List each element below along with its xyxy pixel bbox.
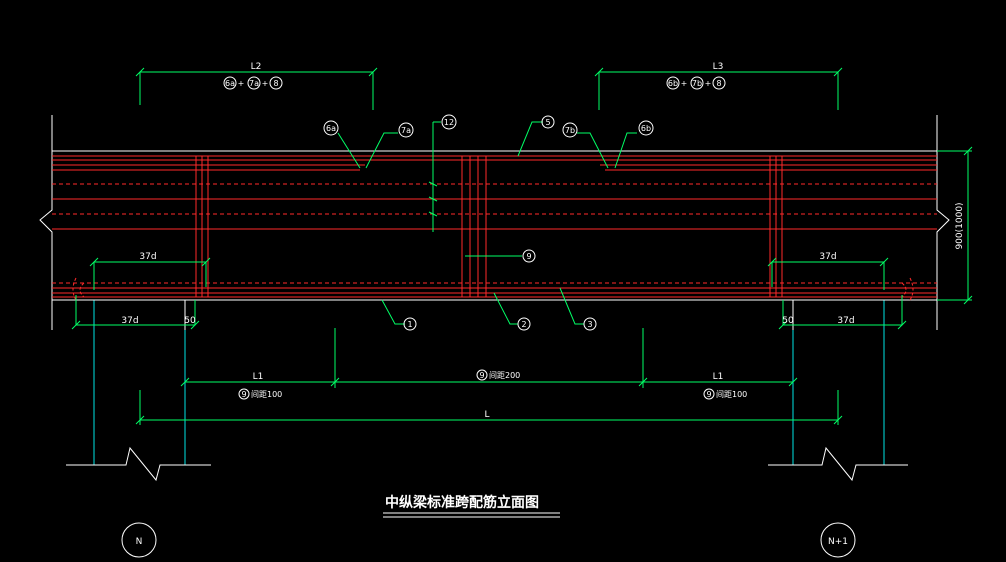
rebar-end-hooks xyxy=(72,277,914,301)
callouts xyxy=(323,114,654,331)
bar-group-left-mark-2: 7a xyxy=(249,79,259,88)
callout-7a: 7a xyxy=(401,126,411,135)
dim-L1-right: L1 xyxy=(713,372,724,382)
dimension-ticks xyxy=(71,67,973,425)
axis-label-right: N+1 xyxy=(828,537,848,547)
callout-6b: 6b xyxy=(641,124,651,133)
callout-2: 2 xyxy=(521,320,526,329)
dim-L2: L2 xyxy=(251,62,262,72)
axis-label-left: N xyxy=(136,537,143,547)
rebar-stirrups xyxy=(195,156,783,297)
break-line-right xyxy=(768,446,908,482)
beam-outline xyxy=(39,115,950,330)
stirrup-right-mark: 9 xyxy=(706,390,711,399)
dim-offset-right: 50 xyxy=(782,316,794,326)
callout-1: 1 xyxy=(407,320,412,329)
callout-5: 5 xyxy=(545,118,550,127)
bar-group-right-mark-1: 6b xyxy=(668,79,678,88)
axis-bubble-left: N xyxy=(121,522,157,558)
dimension-lines xyxy=(75,71,972,425)
svg-text:+: + xyxy=(238,79,245,88)
dim-L1-left: L1 xyxy=(253,372,264,382)
stirrup-label-left: 9 间距100 xyxy=(238,388,282,400)
callout-7b: 7b xyxy=(565,126,575,135)
bar-group-left: 6a + 7a + 8 xyxy=(223,76,283,90)
stirrup-label-mid: 9 间距200 xyxy=(476,369,520,381)
stirrup-label-right: 9 间距100 xyxy=(703,388,747,400)
dim-L: L xyxy=(484,410,489,420)
svg-text:+: + xyxy=(262,79,269,88)
callout-6a: 6a xyxy=(326,124,336,133)
svg-text:+: + xyxy=(705,79,712,88)
stirrup-left-mark: 9 xyxy=(241,390,246,399)
dim-L3: L3 xyxy=(713,62,724,72)
axis-bubble-right: N+1 xyxy=(820,522,856,558)
callout-9: 9 xyxy=(526,252,531,261)
stirrup-right-spec: 间距100 xyxy=(716,390,747,399)
drawing-title: 中纵梁标准跨配筋立面图 xyxy=(385,494,539,511)
dim-beam-height: 900(1000) xyxy=(955,202,965,249)
break-line-left xyxy=(66,446,211,482)
dim-anchor-right-bottom: 37d xyxy=(837,316,854,326)
dim-anchor-left-top: 37d xyxy=(139,252,156,262)
bar-group-left-mark-3: 8 xyxy=(273,79,278,88)
callout-3: 3 xyxy=(587,320,592,329)
rebar-longitudinal xyxy=(52,155,937,298)
bar-group-right-mark-2: 7b xyxy=(692,79,702,88)
stirrup-mid-mark: 9 xyxy=(479,371,484,380)
dim-offset-left: 50 xyxy=(184,316,196,326)
stirrup-left-spec: 间距100 xyxy=(251,390,282,399)
bar-group-right: 6b + 7b + 8 xyxy=(666,76,726,90)
svg-text:+: + xyxy=(681,79,688,88)
stirrup-mid-spec: 间距200 xyxy=(489,371,520,380)
callout-12: 12 xyxy=(444,118,454,127)
bar-group-right-mark-3: 8 xyxy=(716,79,721,88)
dim-anchor-left-bottom: 37d xyxy=(121,316,138,326)
dim-anchor-right-top: 37d xyxy=(819,252,836,262)
bar-group-left-mark-1: 6a xyxy=(225,79,235,88)
